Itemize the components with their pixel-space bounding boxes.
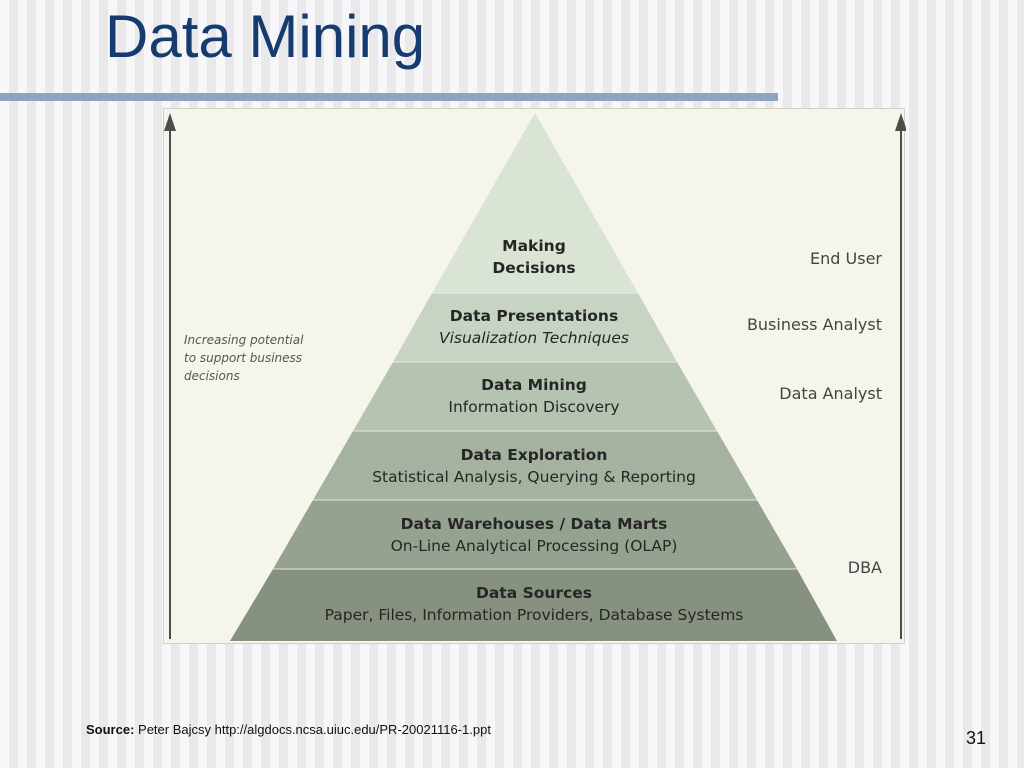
source-label: Source:	[86, 722, 135, 737]
role-end-user: End User	[810, 249, 882, 268]
tier-label-data-mining: Data Mining Information Discovery	[304, 374, 764, 418]
tier-subtitle: On-Line Analytical Processing (OLAP)	[390, 537, 678, 555]
source-citation: Source: Peter Bajcsy http://algdocs.ncsa…	[86, 722, 491, 737]
role-data-analyst: Data Analyst	[779, 384, 882, 403]
tier-label-data-exploration: Data Exploration Statistical Analysis, Q…	[304, 444, 764, 488]
tier-label-making-decisions: Making Decisions	[424, 235, 644, 279]
source-text: Peter Bajcsy http://algdocs.ncsa.uiuc.ed…	[138, 722, 491, 737]
slide-title: Data Mining	[105, 3, 426, 70]
tier-label-data-presentations: Data Presentations Visualization Techniq…	[304, 305, 764, 349]
tier-title: Data Presentations	[449, 307, 619, 325]
role-business-analyst: Business Analyst	[746, 315, 882, 334]
role-dba: DBA	[847, 558, 882, 577]
tier-subtitle: Paper, Files, Information Providers, Dat…	[324, 606, 744, 624]
right-arrow-head	[895, 113, 906, 131]
tier-subtitle: Information Discovery	[448, 398, 620, 416]
title-underline	[0, 93, 778, 101]
tier-subtitle: Statistical Analysis, Querying & Reporti…	[372, 468, 696, 486]
page-number: 31	[966, 728, 987, 748]
tier-data-warehouses	[273, 500, 797, 569]
tier-title: Making	[502, 237, 566, 255]
tier-data-exploration	[313, 431, 757, 500]
tier-label-data-sources: Data Sources Paper, Files, Information P…	[304, 582, 764, 626]
potential-caption: Increasing potential to support business…	[184, 333, 304, 383]
tier-label-data-warehouses: Data Warehouses / Data Marts On-Line Ana…	[304, 513, 764, 557]
tier-making-decisions	[432, 113, 638, 293]
tier-title: Data Warehouses / Data Marts	[400, 515, 668, 533]
tier-title-second-line: Decisions	[492, 259, 576, 277]
tier-data-mining	[353, 362, 717, 431]
left-arrow-head	[164, 113, 176, 131]
tier-data-presentations	[393, 293, 677, 362]
pyramid-figure: Increasing potential to support business…	[163, 108, 906, 644]
tier-subtitle: Visualization Techniques	[438, 329, 629, 347]
pyramid-graphic	[164, 113, 906, 641]
tier-title: Data Exploration	[460, 446, 608, 464]
tier-data-sources	[230, 569, 837, 641]
tier-title: Data Mining	[481, 376, 587, 394]
tier-title: Data Sources	[475, 584, 592, 602]
